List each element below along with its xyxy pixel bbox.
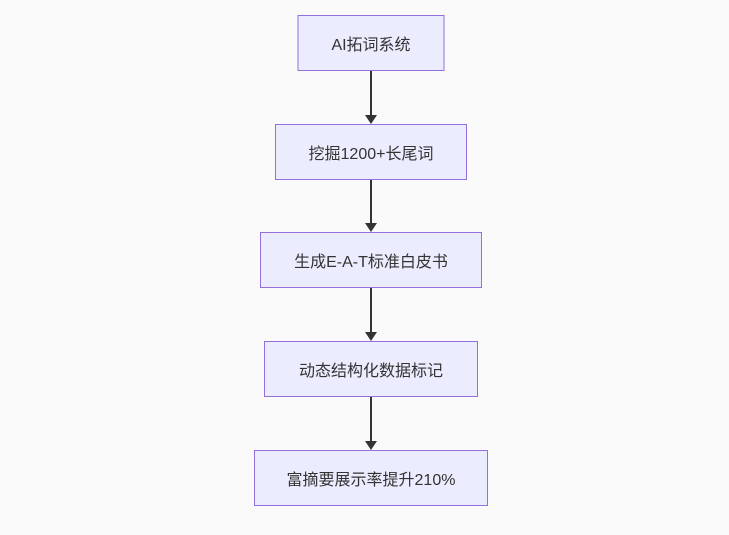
arrow-down-icon (365, 441, 377, 450)
arrow-down-icon (365, 332, 377, 341)
arrow-down-icon (365, 115, 377, 124)
flow-node-rich-snippet-result: 富摘要展示率提升210% (254, 450, 488, 506)
arrow-down-icon (365, 223, 377, 232)
flow-node-eat-whitepaper: 生成E-A-T标准白皮书 (260, 232, 482, 288)
arrow-line (370, 288, 372, 332)
arrow-line (370, 180, 372, 223)
flow-node-longtail-mining: 挖掘1200+长尾词 (275, 124, 467, 180)
arrow-line (370, 397, 372, 441)
flow-node-ai-keyword-system: AI拓词系统 (297, 15, 445, 71)
flow-edge-3 (365, 288, 377, 341)
flow-edge-2 (365, 180, 377, 232)
flow-edge-1 (365, 71, 377, 124)
flow-edge-4 (365, 397, 377, 450)
arrow-line (370, 71, 372, 115)
flow-node-structured-data: 动态结构化数据标记 (264, 341, 478, 397)
